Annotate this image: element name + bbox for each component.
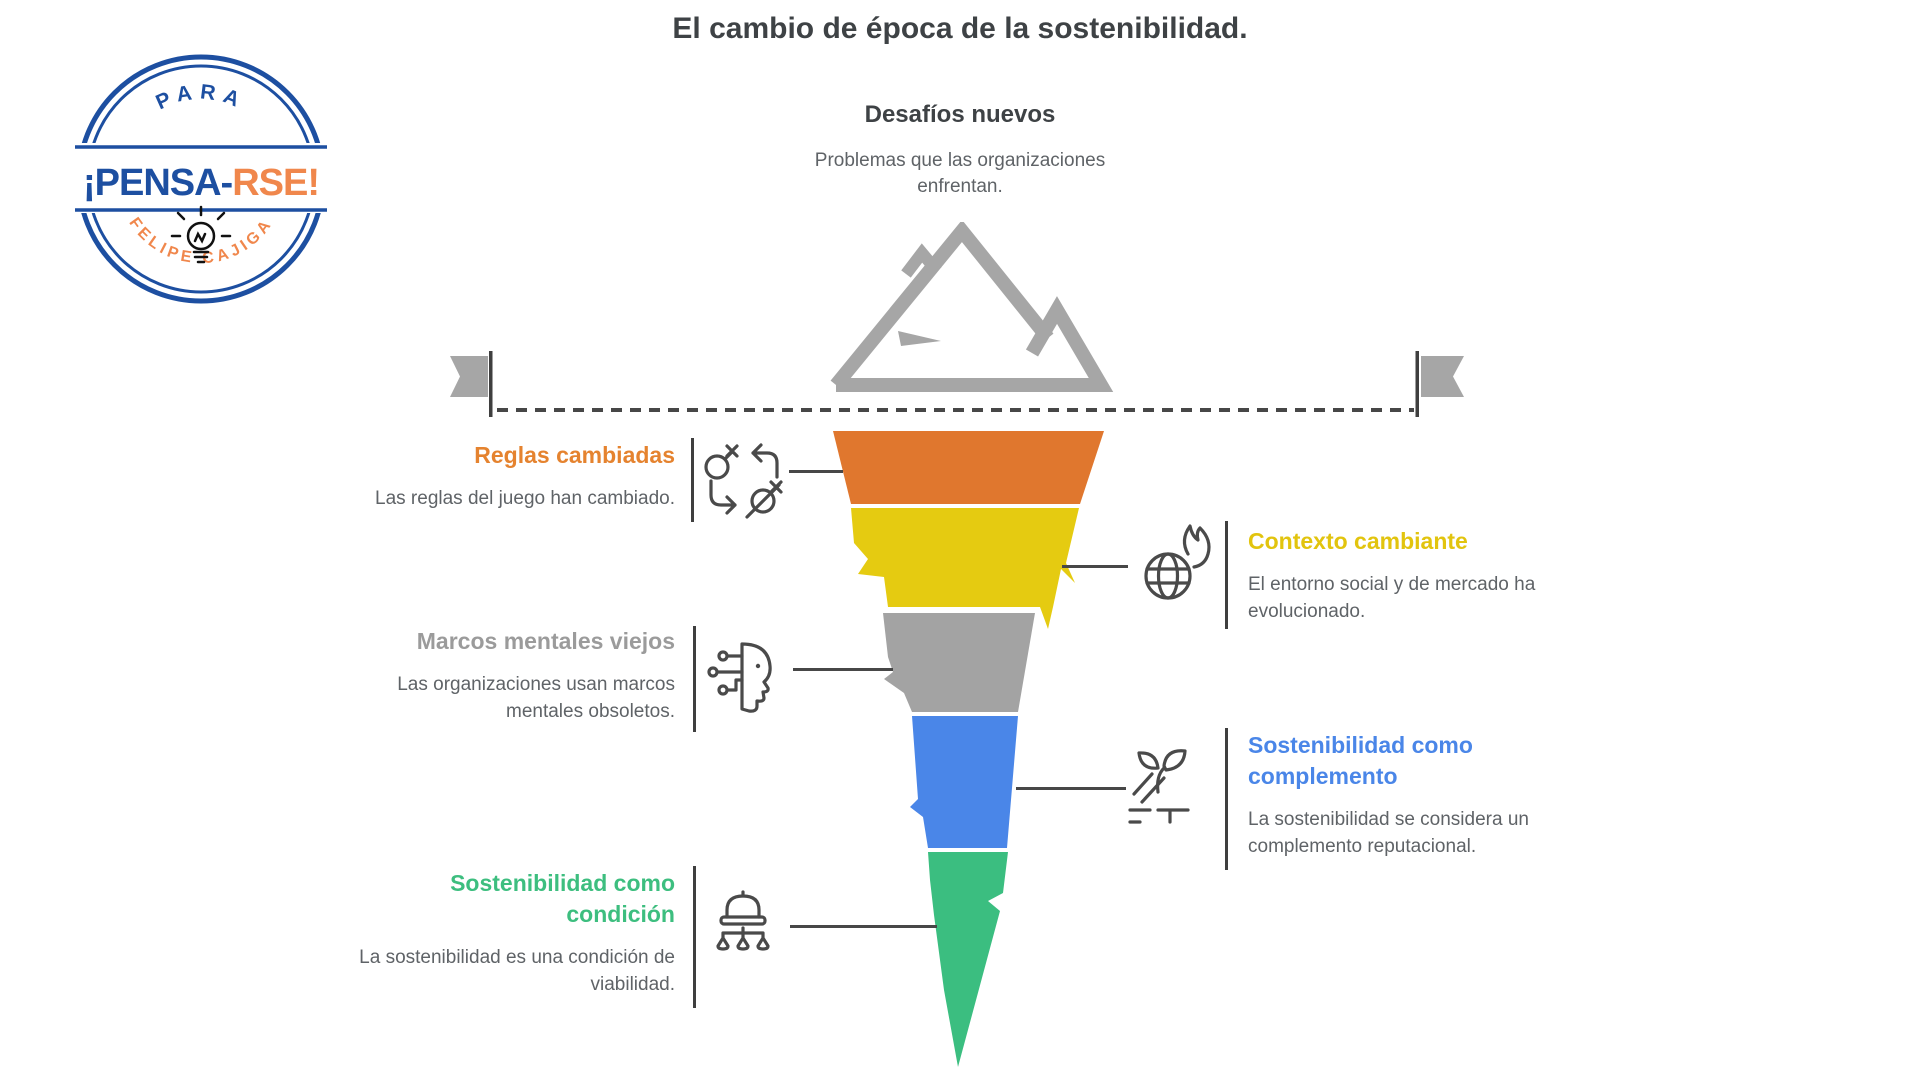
item-sostenibilidad-complemento: Sostenibilidad como complemento La soste… <box>1248 730 1678 860</box>
item-reglas-cambiadas: Reglas cambiadas Las reglas del juego ha… <box>245 440 675 512</box>
badge-band <box>70 143 332 213</box>
badge-top-text: PARA <box>153 80 250 114</box>
section-subtitle: Problemas que las organizaciones enfrent… <box>814 150 1106 197</box>
item-title: Marcos mentales viejos <box>416 628 675 654</box>
item-description: El entorno social y de mercado ha evoluc… <box>1248 574 1536 622</box>
divider-marcos <box>693 626 696 732</box>
funnel-diagram <box>833 431 1104 1067</box>
item-description: Las organizaciones usan marcos mentales … <box>397 674 675 722</box>
page-title: El cambio de época de la sostenibilidad. <box>672 12 1248 45</box>
funnel-segment-reglas <box>833 431 1104 504</box>
connector-marcos <box>793 668 893 671</box>
item-marcos-mentales: Marcos mentales viejos Las organizacione… <box>245 626 675 725</box>
connector-reglas <box>789 470 843 473</box>
item-sostenibilidad-condicion: Sostenibilidad como condición La sosteni… <box>245 868 675 998</box>
helmet-org-icon <box>716 890 770 951</box>
right-flag-icon <box>1415 351 1464 417</box>
item-title: Reglas cambiadas <box>474 442 675 468</box>
section-title: Desafíos nuevos <box>864 101 1056 128</box>
item-description: La sostenibilidad se considera un comple… <box>1248 809 1529 857</box>
lightbulb-icon <box>170 205 232 264</box>
item-description: Las reglas del juego han cambiado. <box>375 488 675 509</box>
item-title: Contexto cambiante <box>1248 528 1468 554</box>
connector-contexto <box>1062 565 1128 568</box>
timeline-dashed-line <box>497 408 1414 412</box>
rules-changed-icon <box>704 443 783 519</box>
mountain-icon <box>830 222 1114 392</box>
badge-main-text: ¡PENSA-RSE! <box>83 162 319 204</box>
globe-flame-icon <box>1144 524 1211 600</box>
item-description: La sostenibilidad es una condición de vi… <box>359 947 675 995</box>
funnel-segment-condicion <box>928 852 1008 1067</box>
item-contexto-cambiante: Contexto cambiante El entorno social y d… <box>1248 526 1678 625</box>
divider-condicion <box>693 866 696 1008</box>
funnel-segment-complemento <box>910 716 1018 848</box>
funnel-segment-contexto <box>851 508 1079 629</box>
sprout-icon <box>1128 749 1190 824</box>
divider-reglas <box>691 438 694 522</box>
funnel-segment-marcos <box>883 613 1035 712</box>
pensa-rse-badge: PARA ¡PENSA-RSE! FELIPE CAJIGA <box>70 54 332 304</box>
divider-contexto <box>1225 521 1228 629</box>
mind-circuit-icon <box>707 642 772 713</box>
left-flag-icon <box>450 351 493 417</box>
connector-condicion <box>790 925 937 928</box>
item-title: Sostenibilidad como complemento <box>1248 732 1473 789</box>
divider-complemento <box>1225 728 1228 870</box>
connector-complemento <box>1016 787 1126 790</box>
item-title: Sostenibilidad como condición <box>450 870 675 927</box>
